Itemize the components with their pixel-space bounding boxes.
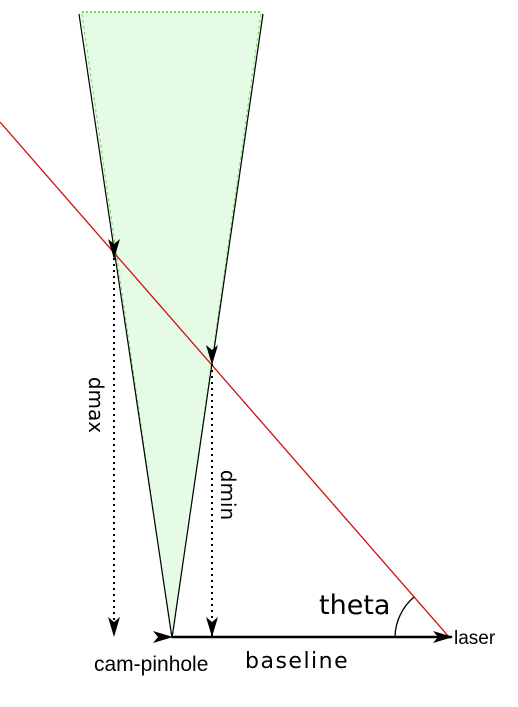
dmax-label: dmax [84, 377, 108, 433]
laser-label: laser [454, 628, 496, 649]
field-of-view-region [80, 12, 263, 637]
theta-label: theta [319, 590, 390, 621]
dmin-label: dmin [216, 470, 240, 520]
laser-beam [0, 121, 450, 638]
camera-pinhole-label: cam-pinhole [94, 653, 208, 676]
camera-left-ray [78, 13, 173, 639]
camera-right-ray [171, 13, 264, 639]
baseline-label: baseline [245, 649, 349, 674]
field-of-view-left-edge [81, 13, 172, 635]
theta-angle-arc [394, 596, 415, 638]
field-of-view-right-edge [172, 13, 262, 635]
